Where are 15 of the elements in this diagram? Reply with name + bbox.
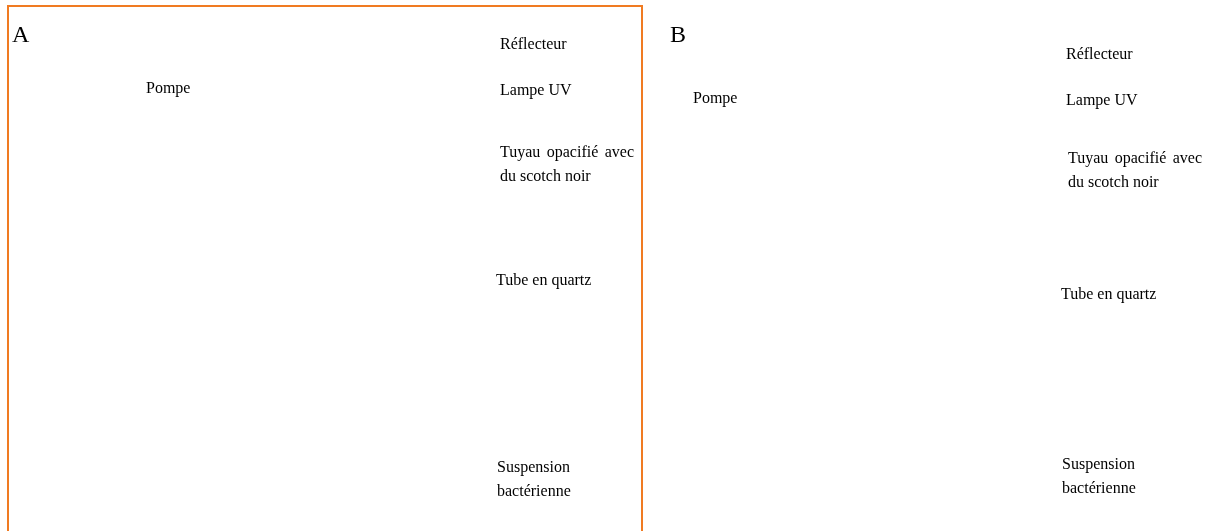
part-label: Pompe	[693, 88, 738, 109]
part-label: Réflecteur	[500, 34, 567, 54]
panel-frame	[7, 5, 643, 531]
panel-letter: A	[12, 22, 30, 46]
part-label: Tuyau opacifié avec du scotch noir	[1068, 148, 1202, 192]
part-label: Tube en quartz	[1061, 284, 1157, 305]
panel-letter: B	[670, 22, 686, 46]
part-label: Lampe UV	[500, 80, 572, 101]
part-label: Suspension bactérienne	[497, 457, 572, 501]
part-label: Réflecteur	[1066, 44, 1133, 64]
part-label: Suspension bactérienne	[1062, 454, 1137, 498]
part-label: Tube en quartz	[496, 270, 592, 291]
part-label: Tuyau opacifié avec du scotch noir	[500, 142, 634, 186]
part-label: Lampe UV	[1066, 90, 1138, 111]
part-label: Pompe	[146, 78, 191, 99]
